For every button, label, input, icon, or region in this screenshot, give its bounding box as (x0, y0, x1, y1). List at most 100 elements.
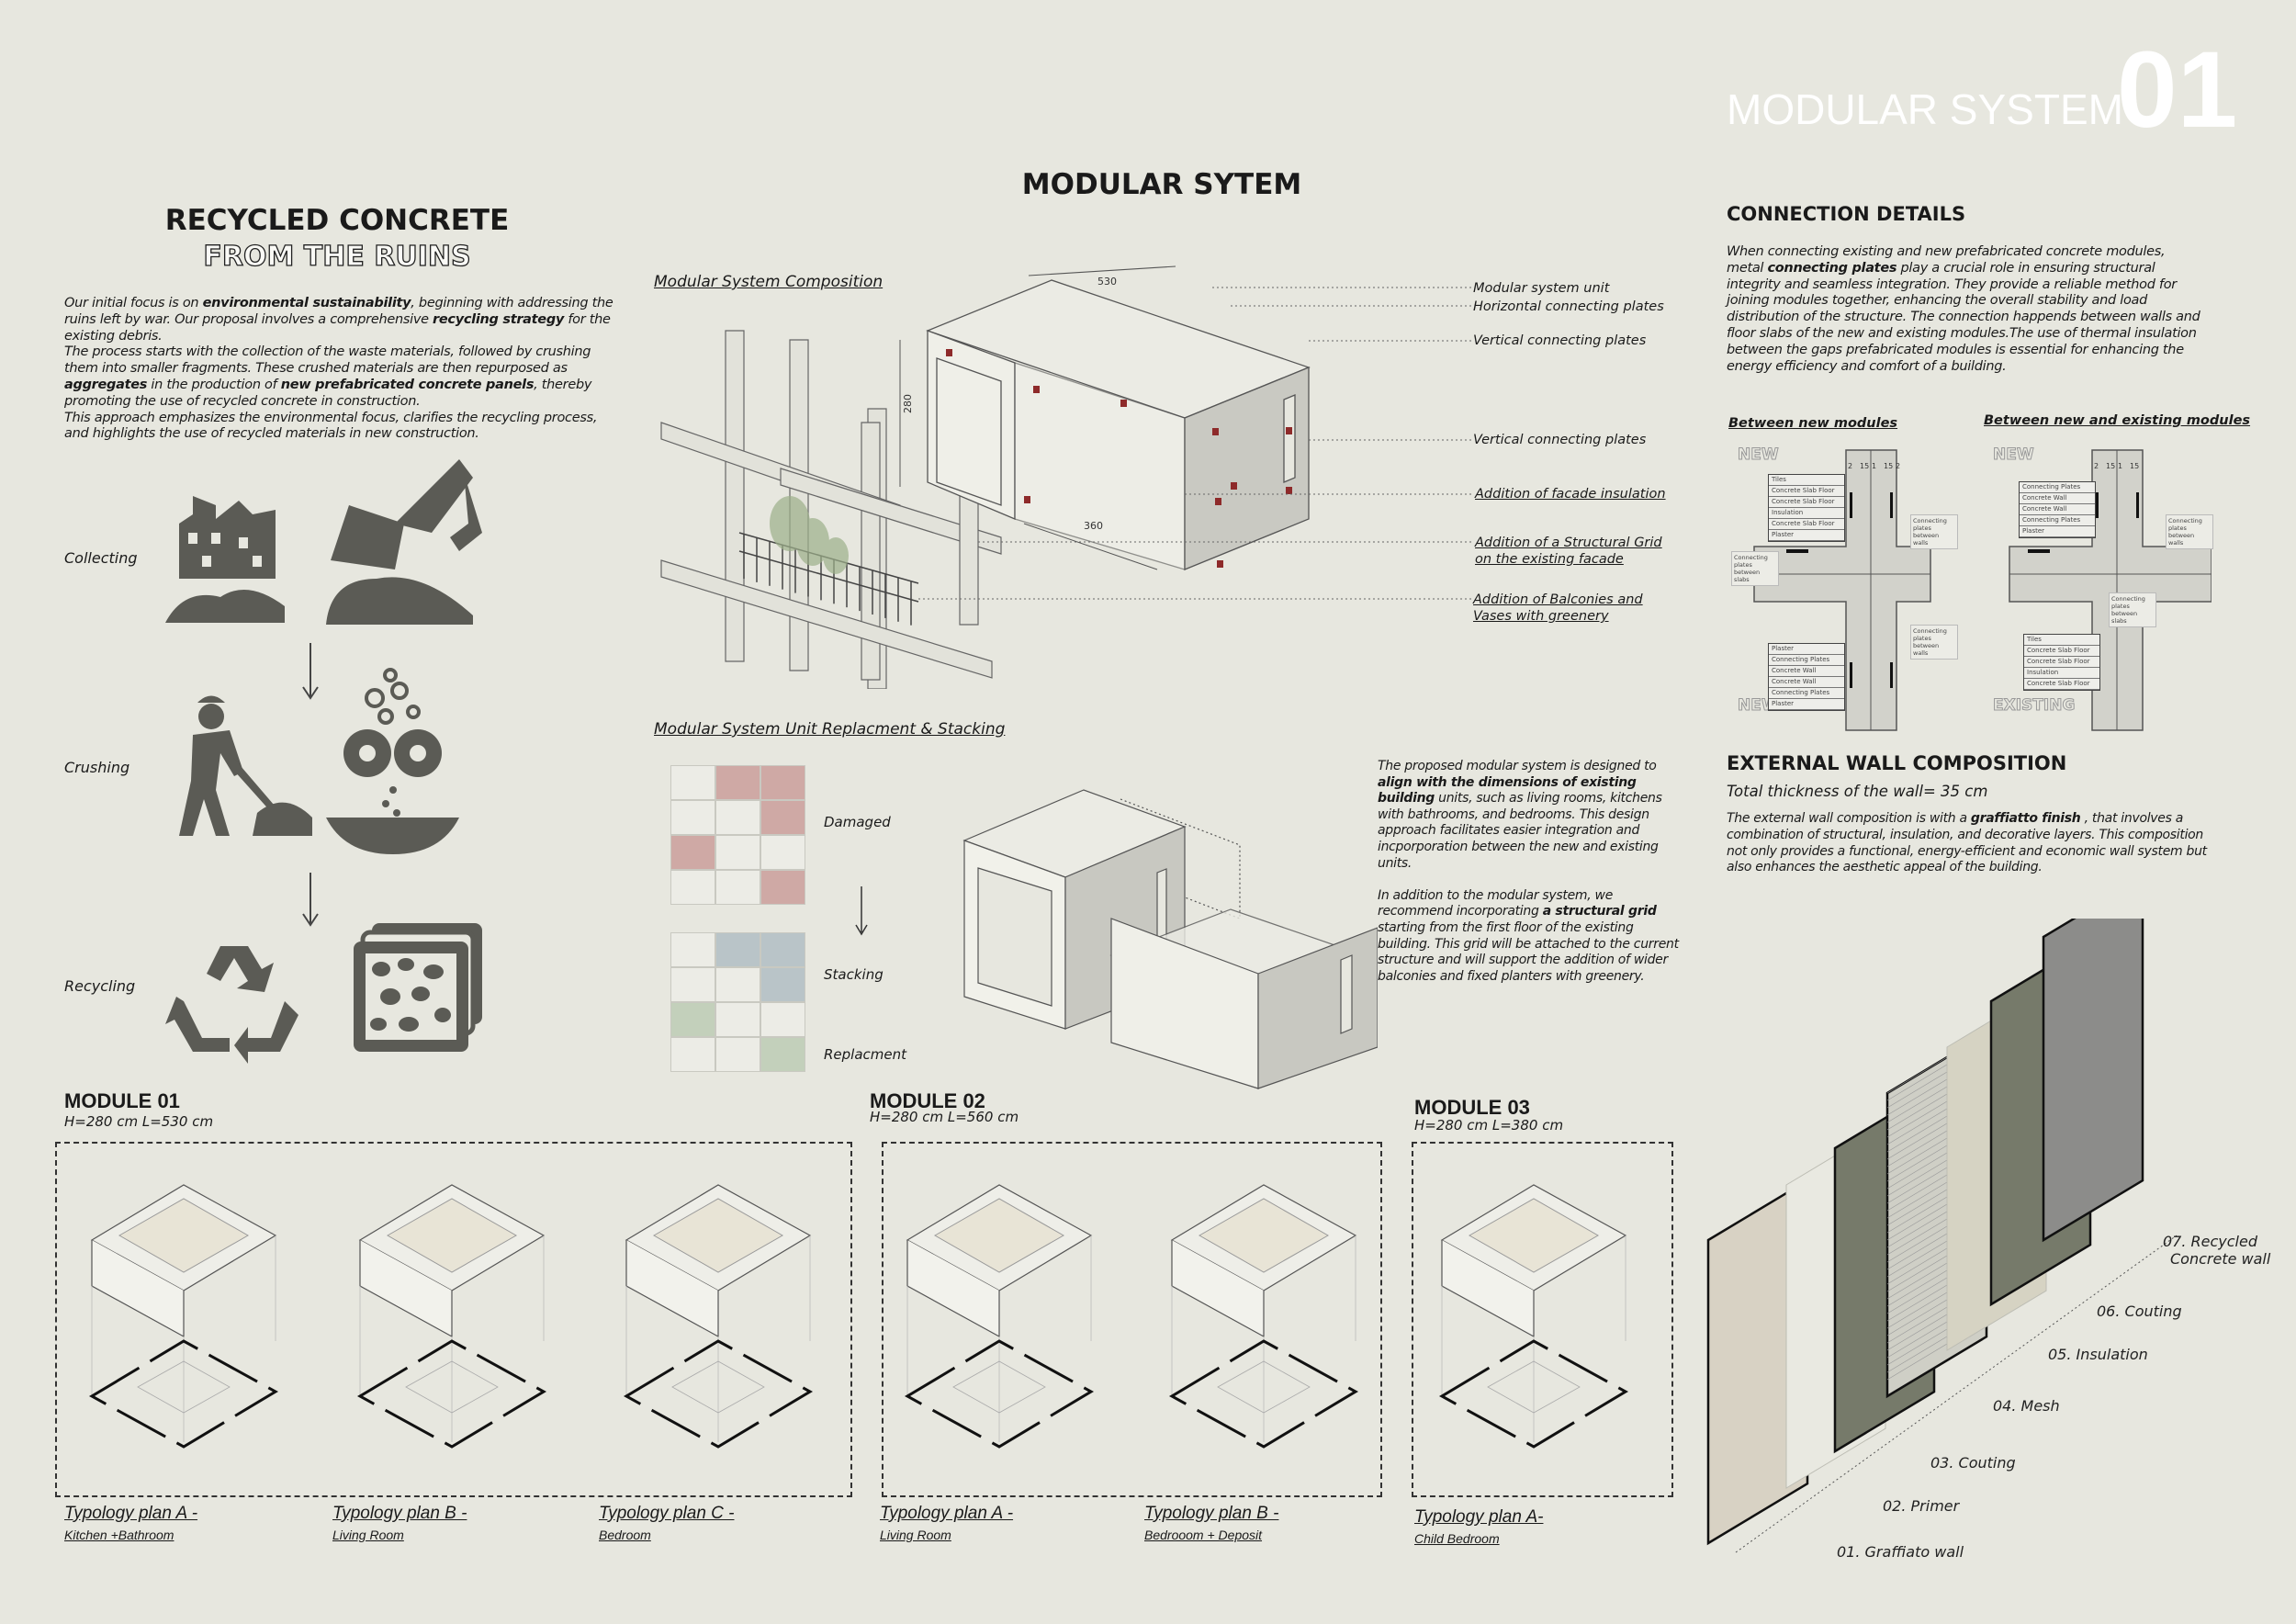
typology-plan-name: Typology plan B - (1144, 1504, 1279, 1523)
callout-balconies: Addition of Balconies and Vases with gre… (1473, 592, 1643, 624)
paragraph-text: The proposed modular system is designed … (1378, 759, 1657, 773)
layer-guide-line (1735, 1235, 2178, 1553)
typology-plan-name: Typology plan A - (880, 1504, 1014, 1523)
typology-room: Living Room (880, 1528, 951, 1542)
layer-table-row: Tiles (1769, 475, 1844, 486)
dim-depth: 360 (1084, 520, 1103, 532)
wall-layer-label: 02. Primer (1883, 1497, 1961, 1515)
grid-cell (760, 870, 805, 905)
dimension-label: 15 (1860, 462, 1869, 470)
callout-facade-insulation: Addition of facade insulation (1475, 487, 1666, 502)
typology-axonometric (623, 1184, 814, 1449)
paragraph-text: The external wall composition is with a (1727, 811, 1971, 826)
grid-cell (670, 835, 715, 870)
dimension-label: 2 (2094, 462, 2099, 470)
grid-cell (760, 932, 805, 967)
recycling-subtitle: FROM THE RUINS (203, 240, 472, 273)
typology-room: Kitchen +Bathroom (64, 1528, 174, 1542)
typology-axonometric (1438, 1184, 1629, 1449)
typology-room: Child Bedroom (1414, 1531, 1500, 1546)
module-dimensions: H=280 cm L=560 cm (870, 1109, 1019, 1125)
grid-cell (760, 765, 805, 800)
dimension-label: 1 (2118, 462, 2122, 470)
emphasis-text: connecting plates (1767, 260, 1897, 276)
wall-layers-exploded: 01. Graffiato wall 02. Primer 03. Couting 0… (1706, 919, 2271, 1561)
grid-cell (670, 1002, 715, 1037)
layer-table-row: Concrete Slab Floor (1769, 497, 1844, 508)
typology-plan-name: Typology plan A - (64, 1504, 198, 1523)
grid-cell (670, 1037, 715, 1072)
recycle-icon (165, 946, 298, 1064)
detail-bottom-tag: EXISTING (1992, 696, 2076, 716)
crusher-gears-icon (326, 668, 459, 854)
grid-cell (715, 1002, 760, 1037)
layer-table-row: Connecting Plates (1769, 688, 1844, 699)
module-dimensions: H=280 cm L=530 cm (64, 1113, 214, 1130)
detail-top-tag: NEW (1993, 445, 2035, 465)
ruined-building-icon (165, 496, 285, 623)
layer-table-row: Concrete Wall (1769, 677, 1844, 688)
connecting-plate-icon (1890, 492, 1893, 518)
paragraph-text: When connecting existing and new prefabr… (1727, 244, 2166, 276)
step-crushing-label: Crushing (64, 759, 130, 776)
paragraph-text: play a crucial role in ensuring structur… (1727, 260, 2200, 374)
detail-title: Between new and existing modules (1984, 413, 2251, 428)
callout-vertical-plates-2: Vertical connecting plates (1473, 433, 1647, 447)
dimension-label: 2 (1848, 462, 1852, 470)
emphasis-text: graffiatto finish (1970, 811, 2081, 826)
layer-table-row: Plaster (1769, 644, 1844, 655)
layer-table-row: Connecting Plates (2020, 515, 2095, 526)
typology-room: Living Room (332, 1528, 404, 1542)
layer-table-row: Concrete Slab Floor (2024, 646, 2099, 657)
paragraph-text: , thereby promoting the use of recycled … (64, 377, 592, 409)
layer-table-row: Insulation (1769, 508, 1844, 519)
modular-system-title: MODULAR SYTEM (1021, 168, 1302, 201)
grid-cell (760, 1037, 805, 1072)
module-dimensions: H=280 cm L=380 cm (1414, 1117, 1564, 1133)
grid-cell (670, 870, 715, 905)
emphasis-text: new prefabricated concrete panels (280, 377, 535, 392)
detail-title: Between new modules (1728, 416, 1898, 431)
connection-note: Connecting plates between walls (1910, 625, 1958, 660)
stacking-axonometric (962, 789, 1378, 1089)
typology-axonometric (356, 1184, 547, 1449)
replacement-title: Modular System Unit Replacment & Stackin… (654, 720, 1006, 739)
connection-paragraph: When connecting existing and new prefabr… (1727, 244, 2204, 375)
connection-note: Connecting plates between walls (2166, 514, 2213, 549)
wall-paragraph: The external wall composition is with a … (1727, 811, 2223, 876)
layer-table-row: Plaster (1769, 530, 1844, 541)
connecting-plate-icon (1850, 662, 1852, 688)
callout-horizontal-plates: Horizontal connecting plates (1473, 299, 1664, 314)
floor-plan (904, 1339, 1095, 1449)
layer-table-row: Concrete Slab Floor (2024, 679, 2099, 690)
layer-table-row: Concrete Slab Floor (1769, 519, 1844, 530)
paragraph-text: , beginning with addressing the ruins le… (64, 296, 613, 327)
wall-thickness: Total thickness of the wall= 35 cm (1727, 783, 1988, 800)
wall-layer-label: 03. Couting (1930, 1454, 2016, 1472)
dimension-label: 1 (1872, 462, 1876, 470)
layer-table-row: Concrete Slab Floor (1769, 486, 1844, 497)
dim-length: 530 (1097, 276, 1117, 288)
typology-axonometric (88, 1184, 279, 1449)
layer-table-row: Connecting Plates (1769, 655, 1844, 666)
wall-layer-label: 01. Graffiato wall (1837, 1543, 1964, 1561)
replacement-label: Replacment (824, 1046, 907, 1063)
grid-cell (715, 765, 760, 800)
connecting-plate-icon (2136, 492, 2139, 518)
grid-cell (670, 800, 715, 835)
paragraph-text: for the existing debris. (64, 311, 611, 344)
step-collecting-label: Collecting (64, 549, 138, 567)
callout-vertical-plates-1: Vertical connecting plates (1473, 333, 1647, 348)
typology-plan-name: Typology plan A- (1414, 1507, 1544, 1527)
module-title: MODULE 03 (1414, 1096, 1530, 1119)
emphasis-text: align with the dimensions of existing bu… (1378, 774, 1637, 806)
grid-cell (715, 932, 760, 967)
wall-layer-label: 05. Insulation (2048, 1346, 2148, 1363)
composition-title: Modular System Composition (654, 273, 884, 291)
dimension-label: 15 (1884, 462, 1893, 470)
dimension-lines (899, 265, 1176, 570)
connecting-plates (946, 349, 1292, 568)
connection-note: Connecting plates between slabs (2109, 592, 2156, 627)
typology-plan-name: Typology plan C - (599, 1504, 735, 1523)
